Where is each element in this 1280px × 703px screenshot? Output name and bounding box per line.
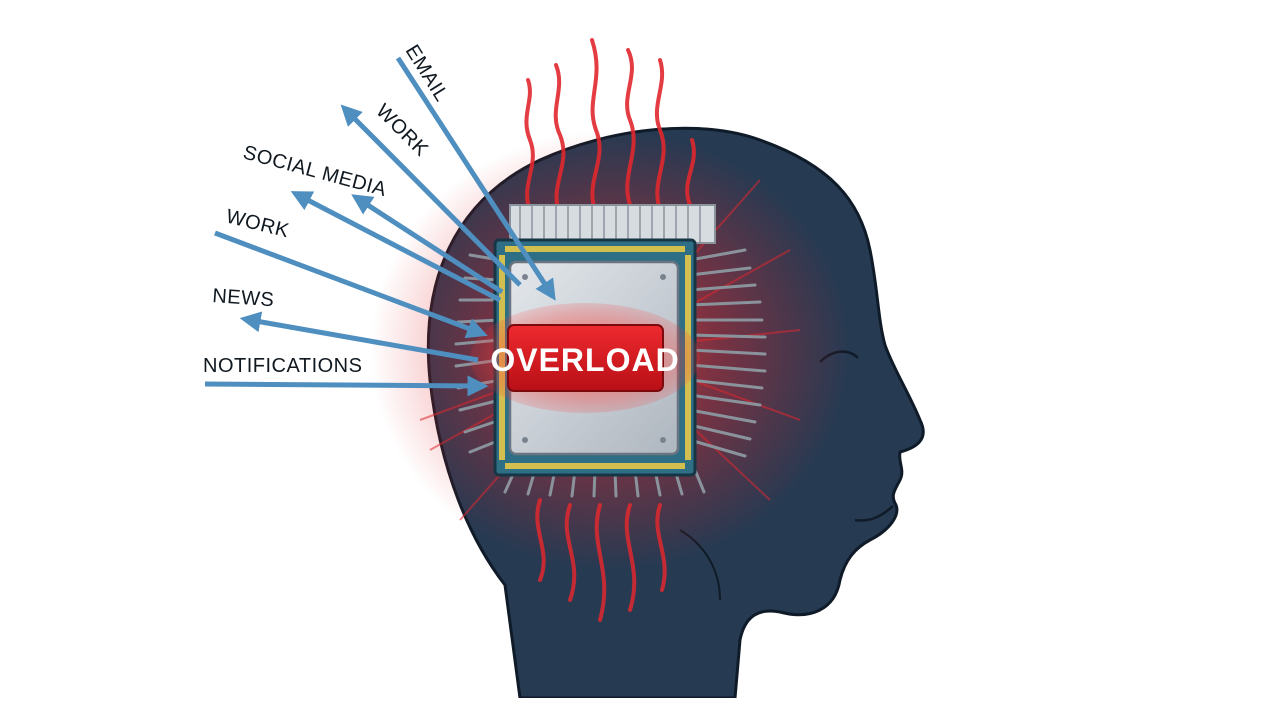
overload-label: OVERLOAD	[490, 342, 679, 378]
arrow-email	[395, 56, 556, 301]
label-work-mid: WORK	[224, 206, 292, 243]
label-work-top: WORK	[371, 100, 432, 161]
heat-wave-icon	[535, 498, 667, 622]
label-news: NEWS	[212, 285, 275, 311]
arrow-work-top	[340, 104, 522, 287]
arrow-social-media-b	[351, 194, 504, 295]
label-social-media: SOCIAL MEDIA	[241, 142, 389, 201]
arrow-work-mid	[214, 230, 488, 339]
overload-badge	[507, 324, 664, 392]
label-notifications: NOTIFICATIONS	[203, 355, 362, 377]
arrow-news	[239, 311, 479, 363]
arrow-notifications	[204, 375, 489, 397]
arrows	[204, 56, 556, 397]
heat-wave-icon	[524, 38, 696, 217]
mouth-line	[854, 505, 894, 522]
arrow-social-media-a	[290, 191, 502, 303]
